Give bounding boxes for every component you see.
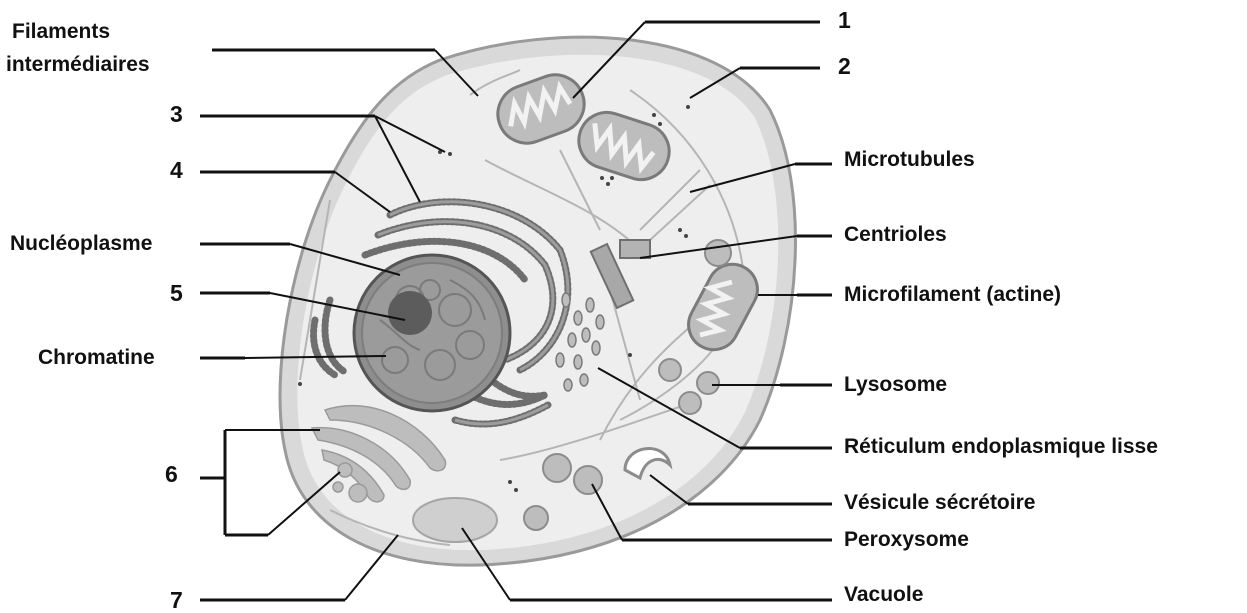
label-number-1: 1 xyxy=(838,8,851,32)
label-number-5: 5 xyxy=(170,281,183,305)
nucleolus xyxy=(388,291,432,335)
label-nucleoplasme: Nucléoplasme xyxy=(10,232,152,256)
label-microtubules: Microtubules xyxy=(844,148,975,172)
nucleus xyxy=(354,255,510,411)
label-lysosome: Lysosome xyxy=(844,373,947,397)
label-vesicule-secretoire: Vésicule sécrétoire xyxy=(844,491,1035,515)
label-chromatine: Chromatine xyxy=(38,346,155,370)
peroxysome-a xyxy=(543,454,571,482)
label-number-7: 7 xyxy=(170,588,183,612)
lysosome-a xyxy=(659,359,681,381)
label-number-4: 4 xyxy=(170,158,183,182)
lysosome-c xyxy=(679,392,701,414)
label-number-6: 6 xyxy=(165,462,178,486)
vacuole xyxy=(413,498,497,542)
label-number-2: 2 xyxy=(838,54,851,78)
peroxysome-c xyxy=(524,506,548,530)
label-peroxysome: Peroxysome xyxy=(844,528,969,552)
label-microfilament: Microfilament (actine) xyxy=(844,283,1061,307)
label-filaments-line1: Filaments xyxy=(12,20,110,44)
peroxysome-b xyxy=(574,466,602,494)
lysosome-b xyxy=(697,372,719,394)
label-reticulum-lisse: Réticulum endoplasmique lisse xyxy=(844,435,1158,459)
vesicle-a xyxy=(705,240,731,266)
label-centrioles: Centrioles xyxy=(844,223,947,247)
label-filaments-line2: intermédiaires xyxy=(6,53,150,77)
label-number-3: 3 xyxy=(170,102,183,126)
label-vacuole: Vacuole xyxy=(844,583,923,607)
